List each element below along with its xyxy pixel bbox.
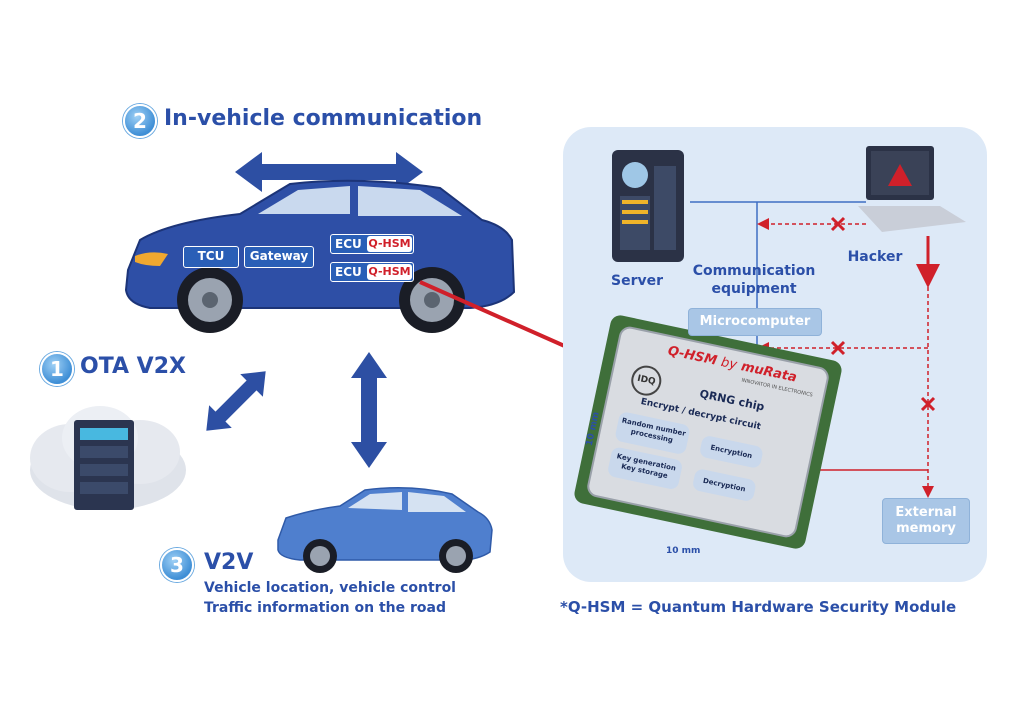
chip-brand-prefix: Q-HSM — [666, 343, 719, 369]
comm-equipment-line2: equipment — [711, 281, 797, 297]
server-icon — [612, 150, 684, 262]
step-1-badge: 1 — [40, 352, 74, 386]
ecu-label-1: ECU — [335, 237, 362, 251]
cell-keygen: Key generation Key storage — [606, 446, 684, 491]
gateway-tag: Gateway — [244, 246, 314, 268]
other-car — [277, 487, 493, 573]
external-memory-line1: External — [895, 505, 957, 520]
connected-car — [124, 179, 516, 333]
ecu-label-2: ECU — [335, 265, 362, 279]
v2v-title: V2V — [204, 550, 254, 575]
cloud-server — [30, 406, 186, 510]
comm-equipment-line1: Communication — [692, 263, 816, 279]
ota-title: OTA V2X — [80, 354, 186, 379]
horizontal-double-arrow — [235, 152, 423, 192]
vertical-double-arrow — [351, 352, 387, 468]
qhsm-tag-2: Q-HSM — [367, 264, 412, 280]
footnote: *Q-HSM = Quantum Hardware Security Modul… — [560, 598, 957, 616]
diagonal-double-arrow — [206, 371, 266, 431]
chip-brand-by: by — [719, 354, 739, 373]
hacker-label: Hacker — [847, 249, 903, 265]
external-memory-box: External memory — [882, 498, 970, 544]
qhsm-tag-1: Q-HSM — [367, 236, 412, 252]
tcu-tag: TCU — [183, 246, 239, 268]
cell-decryption: Decryption — [691, 467, 757, 503]
dim-bottom: 10 mm — [666, 546, 701, 556]
microcomputer-box: Microcomputer — [688, 308, 822, 336]
chip-title: QRNG chip — [698, 387, 766, 414]
step-2-badge: 2 — [123, 104, 157, 138]
v2v-line1: Vehicle location, vehicle control — [204, 580, 456, 596]
external-memory-line2: memory — [896, 521, 956, 536]
in-vehicle-title: In-vehicle communication — [164, 106, 483, 131]
laptop-icon — [858, 146, 966, 232]
block-x-marks — [830, 216, 936, 412]
server-label: Server — [610, 273, 663, 289]
cell-encryption: Encryption — [698, 434, 764, 470]
v2v-line2: Traffic information on the road — [204, 600, 446, 616]
idq-logo: IDQ — [628, 362, 665, 399]
step-3-badge: 3 — [160, 548, 194, 582]
